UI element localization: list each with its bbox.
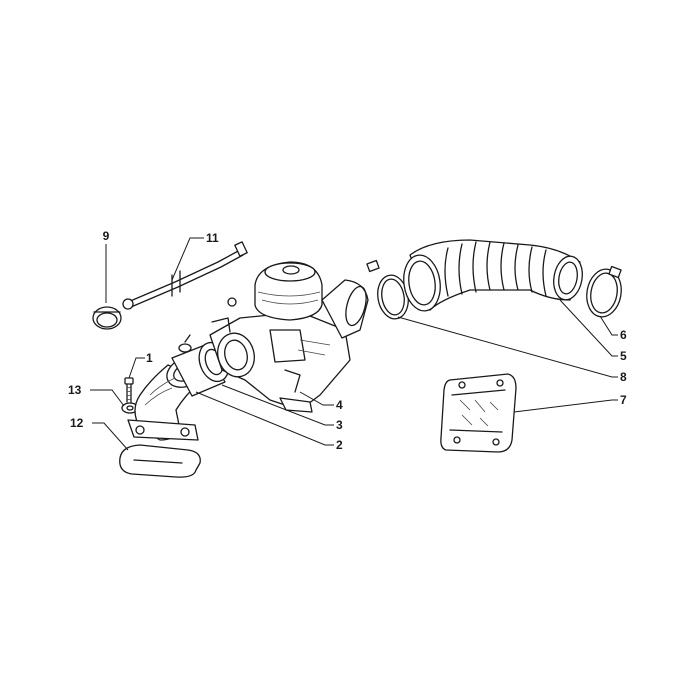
callout-13: 13 <box>68 383 82 397</box>
leader-lines <box>90 237 618 451</box>
callout-6: 6 <box>620 328 627 342</box>
part-12-gasket <box>119 444 201 478</box>
callout-3: 3 <box>336 418 343 432</box>
part-5-intake-hose <box>403 239 583 312</box>
callout-9: 9 <box>103 229 110 243</box>
part-1-screw <box>124 377 134 403</box>
callout-labels: 9 11 1 13 12 2 3 4 6 5 8 7 <box>68 229 627 452</box>
part-4-carburettor <box>209 261 369 413</box>
callout-2: 2 <box>336 438 343 452</box>
part-11-vent-pipe <box>122 241 248 310</box>
callout-11: 11 <box>206 231 219 245</box>
callout-4: 4 <box>336 398 343 412</box>
part-9-hose-clamp <box>92 306 122 330</box>
part-7-bracket-plate <box>440 373 517 453</box>
callout-7: 7 <box>620 393 627 407</box>
part-6-hose-clamp <box>586 265 622 318</box>
callout-5: 5 <box>620 349 627 363</box>
callout-1: 1 <box>146 351 153 365</box>
part-13-washer <box>121 402 139 414</box>
callout-8: 8 <box>620 370 627 384</box>
callout-12: 12 <box>70 416 84 430</box>
